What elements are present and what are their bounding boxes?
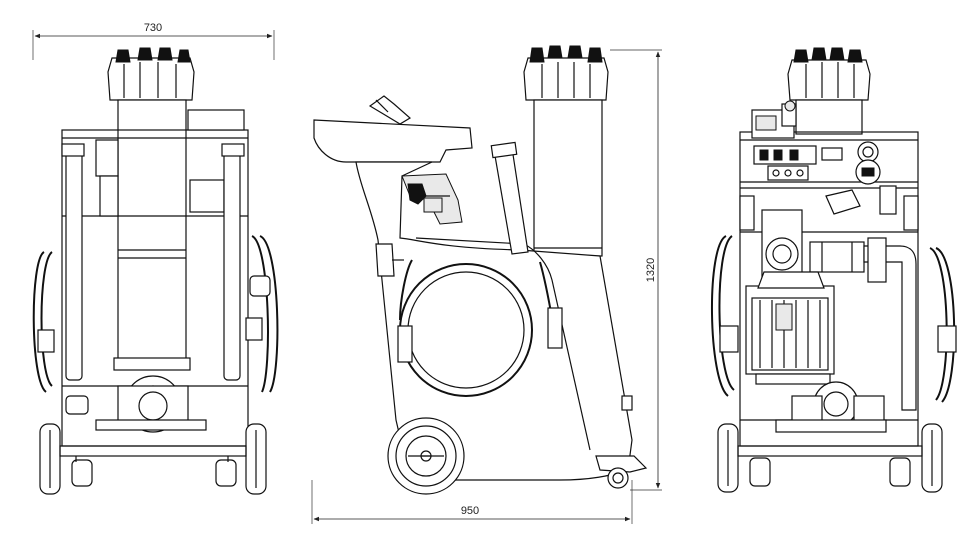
- rear-motor: [745, 271, 835, 385]
- dimension-height-side: 1320: [610, 49, 662, 491]
- front-view: 730: [32, 22, 279, 495]
- side-caster: [595, 395, 648, 489]
- filter-cap: [107, 47, 195, 101]
- side-hose-loop: [375, 243, 563, 397]
- side-filter-housing: [533, 99, 603, 257]
- side-main-wheel: [387, 417, 465, 495]
- dimension-label-1320: 1320: [645, 258, 657, 282]
- rear-pump: [775, 381, 887, 433]
- filter-housing: [117, 99, 187, 361]
- dimension-label-950: 950: [461, 505, 479, 517]
- rear-control-panel: [751, 100, 881, 185]
- front-hoses: [32, 143, 279, 393]
- rear-hoses: [711, 195, 957, 403]
- cart-body-side: [313, 95, 633, 481]
- dimension-label-730: 730: [144, 22, 162, 34]
- rear-wheels: [717, 423, 943, 493]
- front-pump: [65, 375, 207, 433]
- side-view: 1320 950: [311, 45, 662, 524]
- front-wheels: [39, 423, 267, 495]
- side-filter-cap: [523, 45, 609, 101]
- rear-view: [711, 47, 957, 493]
- dimension-width-front: 730: [32, 22, 275, 60]
- dimension-width-side: 950: [311, 480, 633, 524]
- rear-filter-cap: [787, 47, 871, 101]
